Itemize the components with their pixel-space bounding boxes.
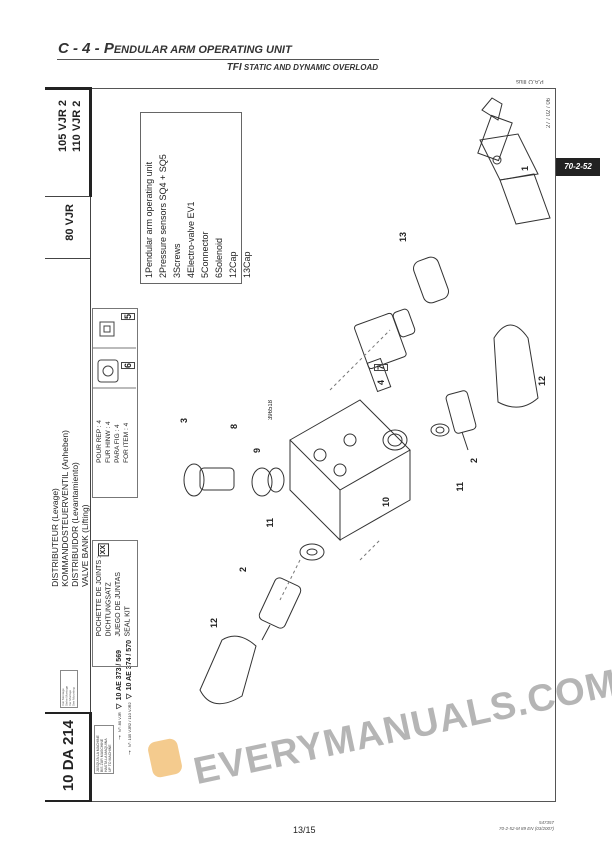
washer-11-part [299,543,325,561]
frame-bottom-thick-h [45,800,92,802]
callout-10: 10 [381,497,391,508]
part-code: 396518 [268,400,274,421]
cap-13-part [413,256,449,304]
callout-9: 9 [252,448,262,454]
connector-icon [99,321,115,337]
o-ring-part [251,467,285,497]
frame-top-thick [45,87,92,90]
valve-block-part [289,399,411,542]
callout-11b: 11 [265,518,275,528]
pressure-sensor-2-part [258,577,302,641]
cap-12b-part [199,635,257,705]
seal-ring-part [382,429,408,451]
page-title: C - 4 - PENDULAR ARM OPERATING UNIT [58,40,292,57]
frame-bottom-thick [45,712,92,714]
callout-13: 13 [398,232,408,243]
parts-legend [140,112,242,284]
callout-7: 7 [374,364,388,372]
callout-8: 8 [229,424,239,430]
page-number: 13/15 [293,825,316,835]
cap-12-part [493,324,539,408]
callout-2: 2 [469,458,479,464]
divider [45,258,90,259]
screw-part [183,463,235,497]
washer-part [430,423,450,437]
callout-11: 11 [455,482,465,492]
kit-icons [92,321,136,389]
frame-top-thick-v [89,87,92,197]
pressure-sensor-part [445,390,477,451]
seal-kit-box [92,540,138,667]
frame-bottom-thick-v [89,712,92,802]
callout-1: 1 [520,166,530,172]
section-tab[interactable]: 70-2-52 [556,158,600,176]
operating-unit-part [477,97,551,225]
electro-valve-part [354,308,416,393]
callout-12: 12 [537,376,547,387]
callout-12b: 12 [209,618,219,629]
page-subtitle: TFI STATIC AND DYNAMIC OVERLOAD [226,62,378,73]
callout-2b: 2 [238,567,248,573]
callout-4: 4 [376,380,386,386]
title-rule [57,59,379,60]
divider [45,196,90,197]
callout-3: 3 [179,418,189,424]
repair-box [92,308,138,498]
solenoid-icon [97,359,119,383]
drawing-frame [90,88,556,802]
